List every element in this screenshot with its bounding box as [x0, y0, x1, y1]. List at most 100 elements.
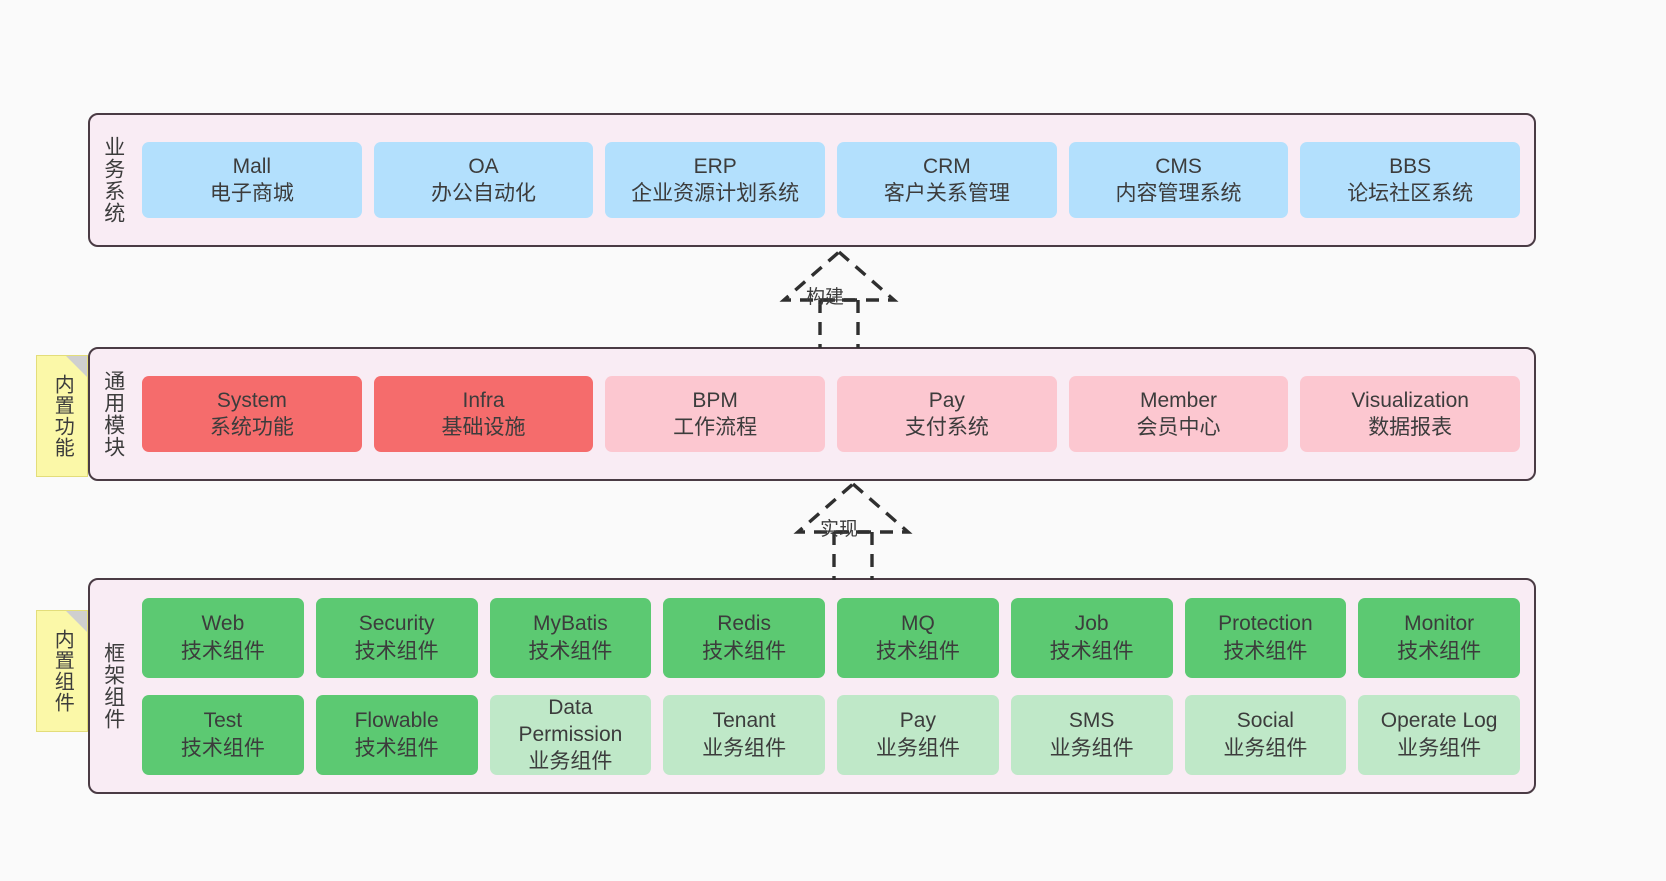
card-title: Operate Log [1380, 709, 1498, 733]
card-protection[interactable]: Protection 技术组件 [1184, 597, 1347, 678]
card-row: System 系统功能 Infra 基础设施 BPM 工作流程 Pay 支付系统… [142, 376, 1521, 452]
sticky-note-label: 内置功能 [51, 374, 74, 458]
card-pay-business[interactable]: Pay 业务组件 [837, 694, 999, 775]
card-title: CRM [922, 154, 971, 178]
sticky-note-builtin-features: 内置功能 [36, 355, 88, 477]
layer-framework-components: 框架组件 Web 技术组件 Security 技术组件 MyBatis 技术组件… [88, 578, 1536, 794]
card-security[interactable]: Security 技术组件 [315, 597, 478, 678]
card-subtitle: 办公自动化 [431, 182, 536, 205]
card-mall[interactable]: Mall 电子商城 [142, 142, 362, 218]
card-subtitle: 数据报表 [1368, 416, 1453, 439]
card-subtitle: 会员中心 [1136, 416, 1221, 439]
layer-title-common-modules: 通用模块 [101, 370, 125, 458]
card-subtitle: 电子商城 [209, 182, 294, 205]
card-job[interactable]: Job 技术组件 [1010, 597, 1173, 678]
card-subtitle: 内容管理系统 [1115, 182, 1242, 205]
card-title: Member [1140, 388, 1218, 412]
connector-build-arrow: 构建 [744, 248, 934, 348]
layer-business-systems: 业务系统 Mall 电子商城 OA 办公自动化 ERP 企业资源计划系统 CRM… [88, 113, 1536, 247]
card-title: Mall [232, 154, 272, 178]
card-subtitle: 技术组件 [1397, 639, 1482, 663]
card-title: Test [203, 709, 243, 733]
card-subtitle: 技术组件 [875, 639, 960, 663]
card-tenant[interactable]: Tenant 业务组件 [663, 694, 825, 775]
card-title: Monitor [1404, 612, 1475, 636]
card-row: Mall 电子商城 OA 办公自动化 ERP 企业资源计划系统 CRM 客户关系… [142, 142, 1521, 218]
card-pay[interactable]: Pay 支付系统 [837, 376, 1057, 452]
card-oa[interactable]: OA 办公自动化 [373, 142, 594, 218]
card-mybatis[interactable]: MyBatis 技术组件 [489, 597, 652, 678]
card-subtitle: 工作流程 [673, 416, 758, 439]
card-subtitle: 技术组件 [528, 639, 613, 663]
card-subtitle: 企业资源计划系统 [631, 182, 800, 205]
card-title: Data Permission [518, 695, 623, 746]
card-subtitle: 业务组件 [702, 736, 787, 760]
card-title: Visualization [1351, 388, 1469, 412]
card-mq[interactable]: MQ 技术组件 [837, 597, 999, 678]
card-monitor[interactable]: Monitor 技术组件 [1358, 597, 1520, 678]
layer-common-modules: 通用模块 System 系统功能 Infra 基础设施 BPM 工作流程 Pay… [88, 347, 1536, 481]
card-subtitle: 技术组件 [354, 736, 439, 760]
card-title: Tenant [712, 709, 776, 733]
card-title: OA [468, 154, 499, 178]
card-redis[interactable]: Redis 技术组件 [663, 597, 825, 678]
card-title: Pay [899, 709, 936, 733]
card-title: Security [358, 612, 435, 636]
card-data-permission[interactable]: Data Permission 业务组件 [489, 694, 652, 775]
card-subtitle: 技术组件 [180, 736, 265, 760]
card-row: Test 技术组件 Flowable 技术组件 Data Permission … [142, 694, 1520, 775]
card-member[interactable]: Member 会员中心 [1068, 376, 1289, 452]
card-subtitle: 论坛社区系统 [1347, 182, 1474, 205]
card-title: Infra [462, 388, 505, 412]
card-infra[interactable]: Infra 基础设施 [373, 376, 594, 452]
card-test[interactable]: Test 技术组件 [142, 694, 304, 775]
card-cms[interactable]: CMS 内容管理系统 [1068, 142, 1289, 218]
layer-body-framework-components: Web 技术组件 Security 技术组件 MyBatis 技术组件 Redi… [136, 580, 1534, 792]
card-flowable[interactable]: Flowable 技术组件 [315, 694, 478, 775]
card-row: Web 技术组件 Security 技术组件 MyBatis 技术组件 Redi… [142, 597, 1520, 678]
card-title: BBS [1389, 154, 1432, 178]
card-subtitle: 技术组件 [180, 639, 265, 663]
layer-body-common-modules: System 系统功能 Infra 基础设施 BPM 工作流程 Pay 支付系统… [136, 349, 1534, 479]
connector-label-build: 构建 [806, 287, 845, 308]
card-subtitle: 系统功能 [209, 416, 294, 439]
card-visualization[interactable]: Visualization 数据报表 [1300, 376, 1521, 452]
card-subtitle: 技术组件 [702, 639, 787, 663]
card-web[interactable]: Web 技术组件 [142, 597, 304, 678]
card-subtitle: 客户关系管理 [883, 182, 1010, 205]
layer-title-framework-components: 框架组件 [101, 642, 125, 730]
card-subtitle: 技术组件 [1223, 639, 1308, 663]
card-title: Pay [928, 388, 965, 412]
card-title: ERP [693, 154, 737, 178]
card-title: CMS [1155, 154, 1202, 178]
card-operate-log[interactable]: Operate Log 业务组件 [1358, 694, 1520, 775]
card-title: Flowable [354, 709, 439, 733]
card-social[interactable]: Social 业务组件 [1184, 694, 1347, 775]
card-title: MQ [900, 612, 935, 636]
card-sms[interactable]: SMS 业务组件 [1010, 694, 1173, 775]
card-title: Job [1074, 612, 1109, 636]
card-subtitle: 业务组件 [1049, 736, 1134, 760]
card-subtitle: 技术组件 [1049, 639, 1134, 663]
card-title: System [216, 388, 287, 412]
card-bpm[interactable]: BPM 工作流程 [605, 376, 826, 452]
connector-implement-arrow: 实现 [758, 480, 948, 580]
sticky-note-builtin-components: 内置组件 [36, 610, 88, 732]
card-crm[interactable]: CRM 客户关系管理 [837, 142, 1057, 218]
connector-label-implement: 实现 [820, 519, 859, 540]
card-erp[interactable]: ERP 企业资源计划系统 [605, 142, 826, 218]
card-title: Redis [717, 612, 771, 636]
card-subtitle: 基础设施 [441, 416, 526, 439]
card-title: Web [201, 612, 245, 636]
sticky-note-label: 内置组件 [51, 629, 74, 713]
layer-body-business-systems: Mall 电子商城 OA 办公自动化 ERP 企业资源计划系统 CRM 客户关系… [136, 115, 1534, 245]
card-subtitle: 业务组件 [528, 750, 613, 774]
card-subtitle: 业务组件 [1223, 736, 1308, 760]
layer-title-business-systems: 业务系统 [101, 136, 125, 224]
card-title: BPM [692, 388, 738, 412]
card-system[interactable]: System 系统功能 [142, 376, 362, 452]
card-subtitle: 技术组件 [354, 639, 439, 663]
card-bbs[interactable]: BBS 论坛社区系统 [1300, 142, 1521, 218]
card-title: SMS [1068, 709, 1115, 733]
